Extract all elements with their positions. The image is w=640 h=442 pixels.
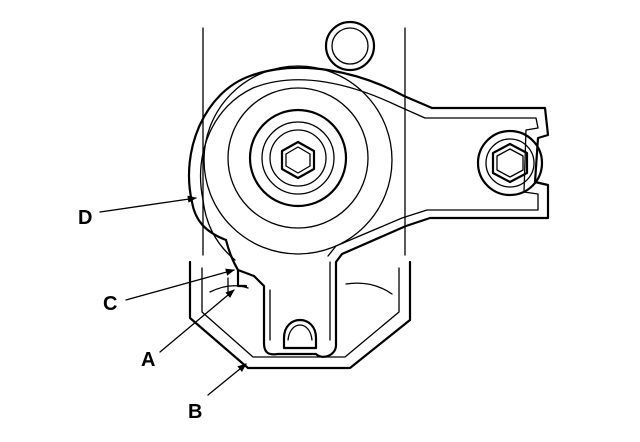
arm-nut <box>476 129 544 197</box>
leader-b <box>207 363 247 396</box>
label-a: A <box>141 349 155 371</box>
label-b: B <box>188 401 202 423</box>
lower-bracket-b <box>188 260 412 370</box>
label-c: C <box>103 293 117 315</box>
top-hole <box>324 20 376 72</box>
frame-housing <box>202 27 406 256</box>
callout-leaders <box>99 195 247 396</box>
bottom-slot <box>282 319 318 350</box>
callout-labels: D C A B <box>78 207 202 423</box>
label-d: D <box>78 207 92 229</box>
bushing-face <box>203 65 393 255</box>
center-nut <box>280 140 316 180</box>
gap-detail <box>227 268 248 293</box>
leader-a <box>159 289 235 353</box>
leader-d <box>99 195 197 213</box>
main-bracket-d <box>187 66 550 358</box>
leader-c <box>125 268 235 301</box>
